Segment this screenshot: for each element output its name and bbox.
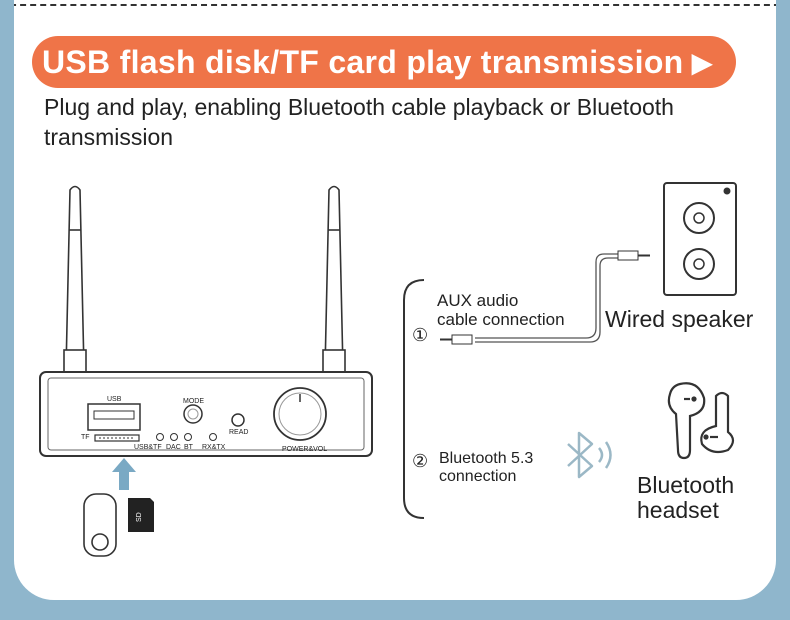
connection-brace bbox=[403, 279, 425, 519]
aux-label-line2: cable connection bbox=[437, 310, 565, 329]
read-button bbox=[231, 413, 245, 427]
headset-label-line1: Bluetooth bbox=[637, 472, 735, 498]
svg-text:SD: SD bbox=[136, 512, 143, 522]
bluetooth-label: Bluetooth 5.3 connection bbox=[439, 450, 533, 486]
usb-tf-led-label: USB&TF bbox=[134, 444, 162, 451]
led-dac bbox=[170, 433, 178, 441]
mode-label: MODE bbox=[183, 398, 204, 405]
dashed-divider bbox=[14, 4, 776, 6]
usb-label: USB bbox=[107, 396, 122, 403]
left-antenna bbox=[63, 185, 87, 373]
bluetooth-label-line2: connection bbox=[439, 468, 517, 485]
led-usb-tf bbox=[156, 433, 164, 441]
aux-number: ① bbox=[412, 325, 429, 345]
bluetooth-icon bbox=[567, 431, 612, 479]
rx-tx-led-label: RX&TX bbox=[202, 444, 226, 451]
read-label: READ bbox=[229, 429, 249, 436]
usb-flash-drive-icon bbox=[83, 493, 117, 557]
microsd-card-icon: SD bbox=[128, 498, 154, 532]
aux-plug-left bbox=[440, 334, 473, 345]
aux-label: AUX audio cable connection bbox=[437, 291, 565, 329]
usb-port bbox=[87, 403, 141, 431]
aux-label-line1: AUX audio bbox=[437, 291, 519, 310]
power-vol-label: POWER&VOL bbox=[282, 446, 328, 453]
wired-speaker-icon bbox=[663, 182, 737, 296]
headset-label-line2: headset bbox=[637, 497, 719, 523]
insert-arrow-icon bbox=[112, 458, 136, 490]
tf-label: TF bbox=[81, 434, 90, 441]
bluetooth-headset-icon bbox=[667, 382, 735, 460]
led-bt bbox=[184, 433, 192, 441]
mode-button bbox=[183, 404, 203, 424]
bluetooth-headset-label: Bluetooth headset bbox=[637, 473, 734, 523]
bt-led-label: BT bbox=[184, 444, 193, 451]
section-banner: USB flash disk/TF card play transmission… bbox=[32, 36, 736, 88]
dac-led-label: DAC bbox=[166, 444, 181, 451]
bluetooth-label-line1: Bluetooth 5.3 bbox=[439, 450, 534, 467]
power-volume-knob bbox=[273, 387, 327, 441]
section-subtitle: Plug and play, enabling Bluetooth cable … bbox=[44, 94, 674, 150]
wired-speaker-label: Wired speaker bbox=[605, 306, 754, 332]
bluetooth-receiver-device bbox=[39, 371, 373, 457]
aux-plug-right bbox=[617, 250, 650, 261]
play-triangle-icon: ▶ bbox=[691, 46, 714, 78]
led-rx-tx bbox=[209, 433, 217, 441]
right-antenna bbox=[322, 185, 346, 373]
aux-cable bbox=[475, 253, 618, 343]
banner-title: USB flash disk/TF card play transmission bbox=[42, 43, 684, 80]
bluetooth-number: ② bbox=[412, 451, 429, 471]
